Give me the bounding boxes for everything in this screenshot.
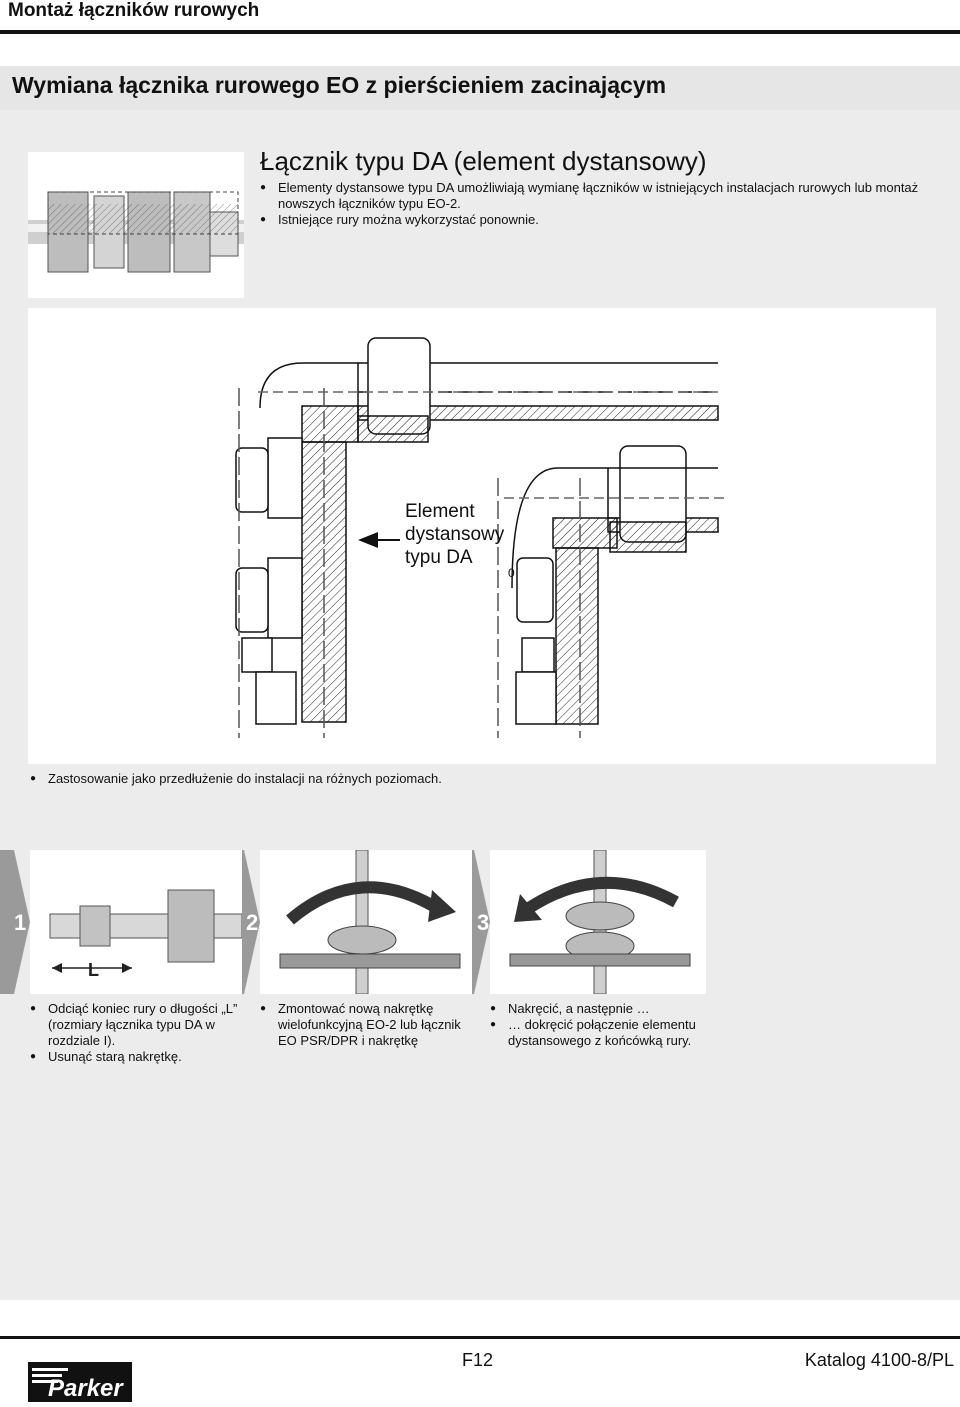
fitting-photo — [28, 152, 244, 298]
intro-bullet: Istniejące rury można wykorzystać ponown… — [260, 212, 940, 228]
footer-rule — [0, 1336, 960, 1339]
step-bullet: Odciąć koniec rury o długości „L” (rozmi… — [30, 1001, 245, 1049]
step-1-image: L — [30, 850, 243, 994]
step-bullet: … dokręcić połączenie elementu dystansow… — [490, 1017, 705, 1049]
technical-drawing — [28, 308, 936, 764]
dimension-L-label: L — [88, 960, 99, 980]
step-arrow-1 — [0, 850, 30, 994]
label-line: dystansowy — [405, 524, 505, 545]
step-bullet: Zmontować nową nakrętkę wielofunkcyjną E… — [260, 1001, 475, 1049]
parker-logo: Parker — [28, 1352, 132, 1402]
label-line: Element — [405, 501, 475, 522]
step-3-image — [490, 849, 706, 995]
page-number: F12 — [462, 1350, 494, 1370]
label-line: typu DA — [405, 547, 473, 568]
step-3-caption: Nakręcić, a następnie … … dokręcić połąc… — [490, 1001, 705, 1049]
step-1-caption: Odciąć koniec rury o długości „L” (rozmi… — [30, 1001, 245, 1065]
application-note: Zastosowanie jako przedłużenie do instal… — [30, 771, 930, 787]
step-number-3: 3 — [477, 910, 490, 935]
application-bullet: Zastosowanie jako przedłużenie do instal… — [30, 771, 930, 787]
svg-text:Parker: Parker — [48, 1375, 124, 1402]
step-number-1: 1 — [14, 910, 27, 935]
step-2-caption: Zmontować nową nakrętkę wielofunkcyjną E… — [260, 1001, 475, 1049]
spacer-element-label: Element dystansowy typu DA — [405, 500, 525, 569]
step-bullet: Nakręcić, a następnie … — [490, 1001, 705, 1017]
step-number-2: 2 — [246, 910, 259, 935]
title-band — [0, 66, 960, 110]
page-header-title: Montaż łączników rurowych — [8, 0, 260, 21]
step-bullet: Usunąć starą nakrętkę. — [30, 1049, 245, 1065]
dimension-zero: 0 — [508, 566, 515, 580]
header-rule — [0, 30, 960, 34]
section-title: Łącznik typu DA (element dystansowy) — [260, 146, 707, 176]
intro-bullet: Elementy dystansowe typu DA umożliwiają … — [260, 180, 940, 212]
catalog-number: Katalog 4100-8/PL — [804, 1350, 954, 1370]
section-band-title: Wymiana łącznika rurowego EO z pierścien… — [12, 72, 667, 98]
step-2-image — [260, 849, 472, 995]
intro-bullets: Elementy dystansowe typu DA umożliwiają … — [260, 180, 940, 228]
